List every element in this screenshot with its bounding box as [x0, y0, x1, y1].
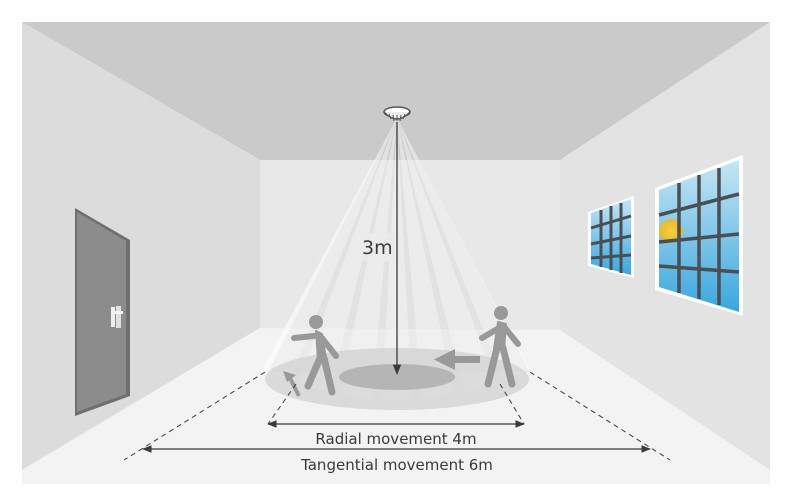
tangential-arrow-icon — [434, 349, 480, 370]
tangential-label: Tangential movement 6m — [300, 456, 493, 474]
sun-icon — [659, 219, 683, 243]
window-large — [655, 155, 743, 316]
ceiling — [22, 22, 770, 160]
height-label: 3m — [362, 237, 393, 259]
radial-zone — [339, 364, 455, 390]
ceiling-sensor-icon — [383, 106, 411, 122]
window-small — [588, 196, 634, 278]
person-icon-left — [291, 315, 339, 396]
person-icon-right — [479, 306, 521, 388]
door — [75, 208, 130, 416]
radial-label: Radial movement 4m — [315, 430, 476, 448]
